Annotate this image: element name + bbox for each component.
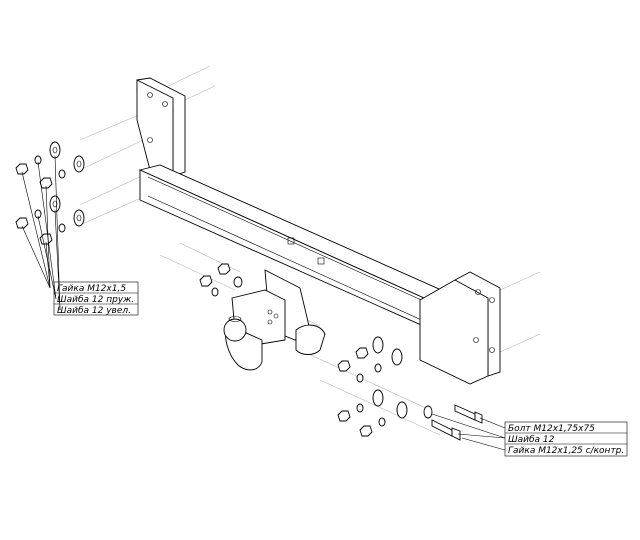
right-mounting-bracket [419, 271, 501, 385]
tow-ball-mount [223, 269, 326, 371]
label-washer-12: Шайба 12 [508, 435, 555, 445]
label-spring-washer-12: Шайба 12 пруж. [57, 295, 134, 305]
assembly-axis-lines [79, 65, 541, 436]
left-hardware-set [15, 141, 85, 245]
left-leader-lines [21, 155, 139, 316]
label-bolt-m12x1-75x75: Болт М12х1,75х75 [508, 424, 595, 434]
crossbar-tube [138, 164, 477, 341]
center-hardware-set [199, 263, 243, 297]
label-large-washer-12: Шайба 12 увел. [57, 306, 131, 316]
label-nut-m12x1-5: Гайка М12х1,5 [57, 284, 126, 294]
right-hardware-set [337, 336, 483, 441]
label-lock-nut-m12x1-25: Гайка М12х1,25 с/контр. [508, 446, 624, 456]
right-leader-lines [431, 413, 628, 457]
left-mounting-bracket [136, 77, 186, 179]
